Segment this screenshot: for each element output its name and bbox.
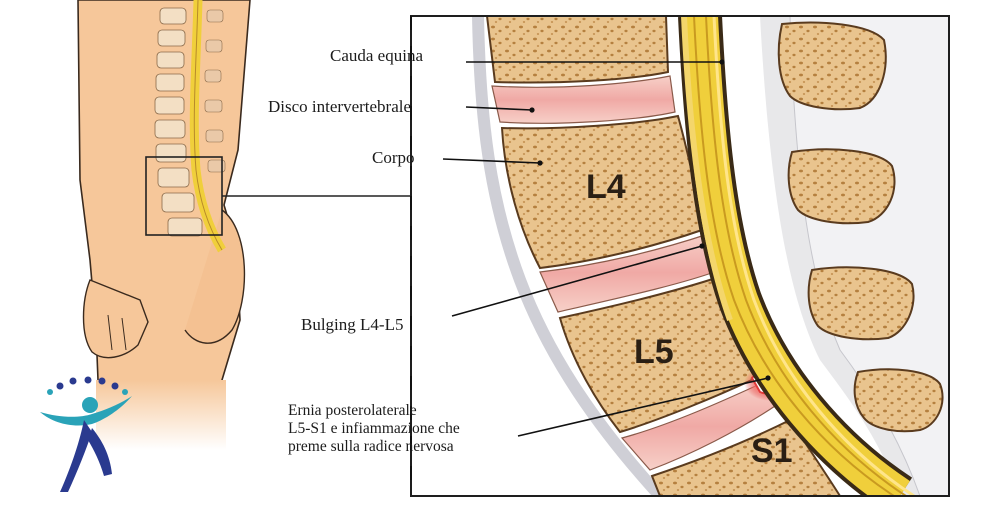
label-cauda-equina: Cauda equina	[330, 46, 423, 65]
body-silhouette	[77, 0, 251, 450]
label-ernia-line3: preme sulla radice nervosa	[288, 438, 454, 455]
zoom-indicator	[145, 156, 411, 236]
spine-detail	[411, 16, 949, 496]
label-ernia-line2: L5-S1 e infiammazione che	[288, 420, 460, 437]
logo-icon	[40, 376, 132, 492]
label-ernia-line1: Ernia posterolaterale	[288, 402, 417, 419]
label-disco-intervertebrale: Disco intervertebrale	[268, 97, 412, 116]
label-bulging: Bulging L4-L5	[301, 315, 404, 334]
label-ernia: Ernia posterolaterale L5-S1 e infiammazi…	[288, 402, 518, 456]
leader-lines	[442, 61, 769, 437]
vertebra-label-l5: L5	[634, 333, 674, 371]
label-corpo: Corpo	[372, 148, 415, 167]
vertebra-label-l4: L4	[586, 168, 626, 206]
leader-dots	[529, 59, 771, 381]
vertebra-label-s1: S1	[751, 432, 793, 470]
